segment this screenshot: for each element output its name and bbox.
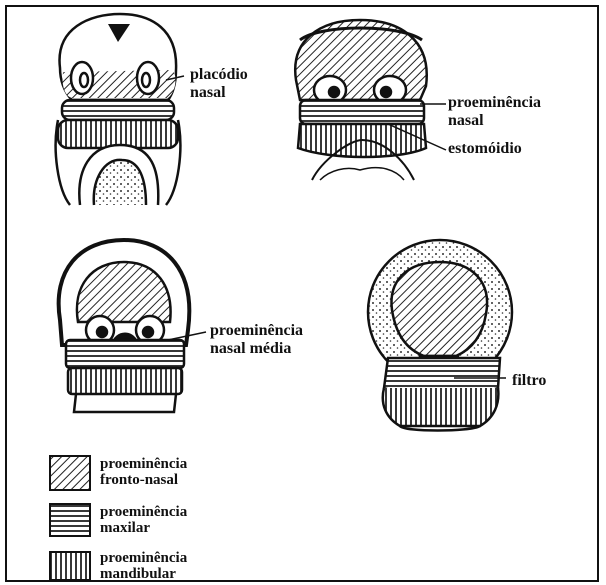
legend-swatch-horizontal	[50, 504, 90, 536]
label-filtro: filtro	[512, 372, 546, 390]
embryo-stage-1	[56, 14, 181, 205]
legend-swatch-diagonal	[50, 456, 90, 490]
embryo-stage-3	[59, 240, 190, 412]
label-proeminencia-nasal: proeminência nasal	[448, 94, 541, 130]
embryo-stage-2	[295, 20, 426, 180]
legend-item-mandibular: proeminência mandibular	[100, 550, 187, 582]
label-placodio-nasal: placódio nasal	[190, 66, 248, 102]
label-estomoidio: estomóidio	[448, 140, 522, 158]
label-proeminencia-nasal-media: proeminência nasal média	[210, 322, 303, 358]
legend-swatch-vertical	[50, 552, 90, 580]
legend-item-fronto-nasal: proeminência fronto-nasal	[100, 456, 187, 488]
legend-item-maxilar: proeminência maxilar	[100, 504, 187, 536]
embryo-stage-4	[368, 240, 512, 431]
